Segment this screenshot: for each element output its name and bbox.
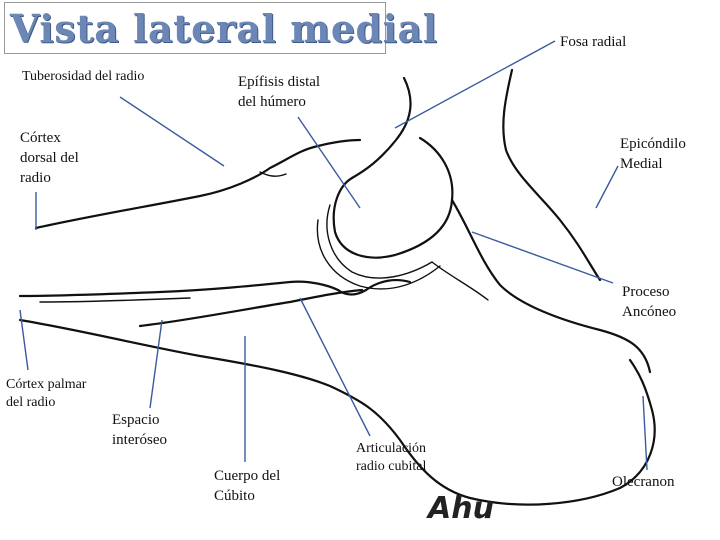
humerus-shaft-left — [350, 76, 412, 180]
trochlea-inner — [326, 204, 433, 279]
leader-espacio — [149, 319, 163, 409]
radius-palmar-inner — [39, 297, 191, 303]
leader-cortex-palmar — [19, 309, 29, 371]
label-cortex-dorsal: Córtex dorsal del radio — [20, 130, 79, 186]
leader-fosa-radial — [394, 40, 556, 129]
leader-epicondilo — [595, 165, 619, 209]
title-frame — [4, 2, 386, 54]
diagram-title: Vista lateral medial — [10, 6, 438, 51]
humerus-shaft-right — [502, 68, 602, 282]
radius-dorsal-cortex — [34, 138, 362, 230]
leader-proceso — [471, 231, 614, 284]
label-espacio-interoseo: Espacio interóseo — [112, 412, 167, 448]
humerus-condyle — [332, 136, 454, 259]
leader-epifisis — [297, 116, 361, 209]
radius-palmar-cortex — [18, 280, 340, 298]
ulna-upper — [138, 288, 364, 328]
leader-articulacion — [299, 297, 371, 437]
label-cortex-palmar: Córtex palmar del radio — [6, 377, 87, 410]
label-fosa-radial: Fosa radial — [560, 34, 627, 50]
artist-signature: Ahu — [426, 491, 494, 526]
leader-tuberosidad — [119, 96, 225, 167]
label-proceso-anconeo: Proceso Ancóneo — [622, 284, 677, 320]
trochlear-notch — [336, 279, 412, 296]
label-olecranon: Olecranon — [612, 474, 675, 490]
ulna-olecranon-top — [450, 198, 652, 374]
label-articulacion-radio-cubital: Articulación radio cubital — [356, 441, 427, 474]
ulna-lower — [18, 318, 656, 506]
leader-olecranon — [642, 395, 648, 471]
trochlea-inner-2 — [316, 219, 441, 290]
radius-head — [259, 171, 287, 177]
anconeal-process — [431, 261, 489, 301]
label-tuberosidad-radio: Tuberosidad del radio — [22, 69, 145, 84]
label-epifisis-distal: Epífisis distal del húmero — [238, 74, 321, 110]
label-cuerpo-cubito: Cuerpo del Cúbito — [214, 468, 281, 504]
label-epicondilo-medial: Epicóndilo Medial — [620, 136, 686, 172]
